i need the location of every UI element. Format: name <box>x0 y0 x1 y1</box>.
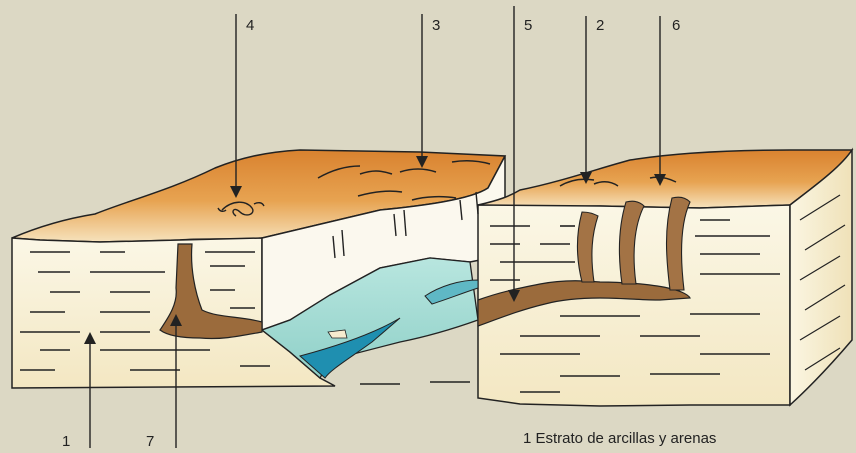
callout-label-3: 3 <box>432 17 440 34</box>
legend-item-1: 1 Estrato de arcillas y arenas <box>523 430 716 447</box>
callout-label-1: 1 <box>62 433 70 450</box>
legend: 1 Estrato de arcillas y arenas <box>523 430 716 451</box>
callout-label-6: 6 <box>672 17 680 34</box>
right-block-top-surface <box>478 150 852 208</box>
callout-label-4: 4 <box>246 17 254 34</box>
callout-label-2: 2 <box>596 17 604 34</box>
callout-label-7: 7 <box>146 433 154 450</box>
callout-label-5: 5 <box>524 17 532 34</box>
